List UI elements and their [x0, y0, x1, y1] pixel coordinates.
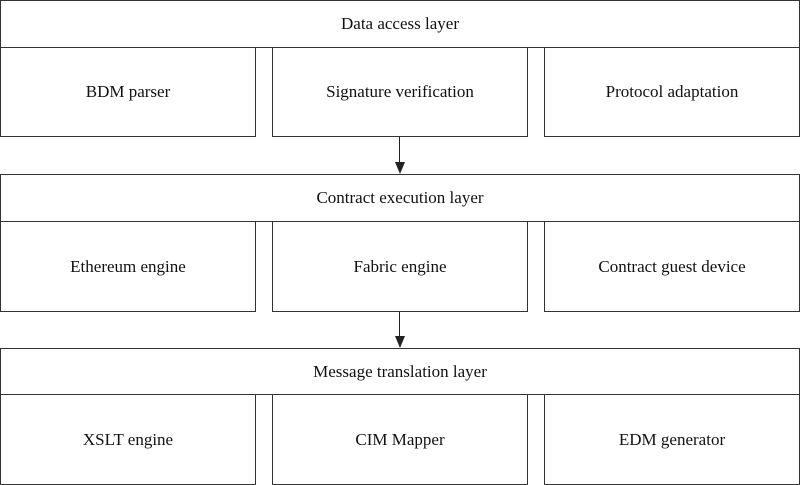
- layer-header-contract-execution: Contract execution layer: [0, 174, 800, 222]
- module-label: EDM generator: [618, 429, 726, 449]
- module-bdm-parser: BDM parser: [0, 47, 256, 137]
- module-label: BDM parser: [85, 82, 171, 101]
- flow-arrow-1: [391, 137, 409, 174]
- flow-arrow-2: [391, 312, 409, 348]
- module-signature-verification: Signature verification: [272, 47, 528, 137]
- module-label: Contract guest device: [598, 256, 746, 276]
- module-fabric-engine: Fabric engine: [272, 221, 528, 312]
- layer-header-data-access: Data access layer: [0, 0, 800, 48]
- layer-title: Message translation layer: [313, 361, 487, 381]
- module-contract-guest-device: Contract guest device: [544, 221, 800, 312]
- module-label: Ethereum engine: [70, 256, 186, 276]
- module-label: XSLT engine: [82, 429, 174, 449]
- module-label: Fabric engine: [353, 256, 447, 276]
- layer-title: Data access layer: [341, 14, 459, 33]
- module-ethereum-engine: Ethereum engine: [0, 221, 256, 312]
- module-protocol-adaptation: Protocol adaptation: [544, 47, 800, 137]
- layer-title: Contract execution layer: [316, 188, 484, 207]
- module-label: Signature verification: [326, 82, 474, 101]
- layer-header-message-translation: Message translation layer: [0, 348, 800, 395]
- module-cim-mapper: CIM Mapper: [272, 394, 528, 485]
- module-edm-generator: EDM generator: [544, 394, 800, 485]
- module-label: CIM Mapper: [355, 429, 445, 449]
- module-xslt-engine: XSLT engine: [0, 394, 256, 485]
- module-label: Protocol adaptation: [605, 82, 739, 101]
